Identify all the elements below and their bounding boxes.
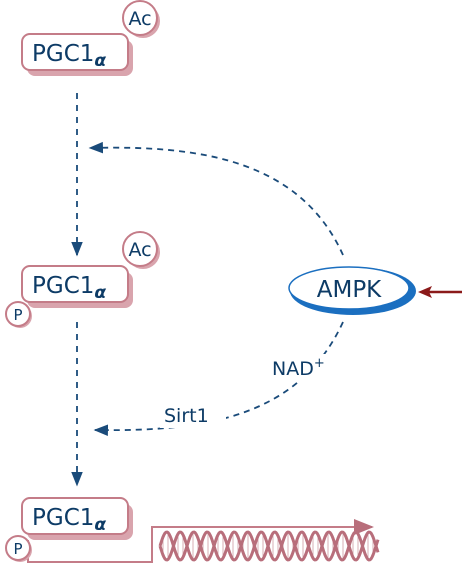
pgc1a-node-middle: PGC1α Ac P: [5, 231, 160, 328]
acetyl-badge-middle: Ac: [122, 231, 160, 269]
pgc1a-label-bottom: PGC1α: [32, 505, 106, 535]
phospho-label-bottom: P: [13, 540, 22, 558]
sirt1-label: Sirt1: [164, 405, 209, 427]
stimulus-arrow-icon: [418, 286, 462, 298]
acetyl-label-top: Ac: [128, 8, 151, 30]
dna-strand-a: [158, 530, 380, 562]
pgc1a-label-top: PGC1α: [32, 41, 106, 71]
phospho-badge-bottom: P: [5, 535, 32, 562]
phospho-label-middle: P: [13, 306, 22, 324]
pgc1a-node-top: PGC1α Ac: [21, 0, 160, 76]
dna-double-helix-icon: [158, 530, 380, 562]
acetyl-label-middle: Ac: [128, 239, 151, 261]
pgc1a-node-bottom: PGC1α P: [5, 497, 374, 563]
pgc1a-label-middle: PGC1α: [32, 273, 106, 303]
acetyl-badge-top: Ac: [122, 0, 160, 38]
ampk-label: AMPK: [317, 277, 382, 303]
nad-plus-label: NAD+: [272, 356, 325, 380]
dna-strand-b: [158, 530, 380, 562]
ampk-node: AMPK: [288, 266, 416, 315]
phospho-badge-middle: P: [5, 301, 32, 328]
arrow-ampk-to-phosphorylation: [88, 141, 344, 256]
